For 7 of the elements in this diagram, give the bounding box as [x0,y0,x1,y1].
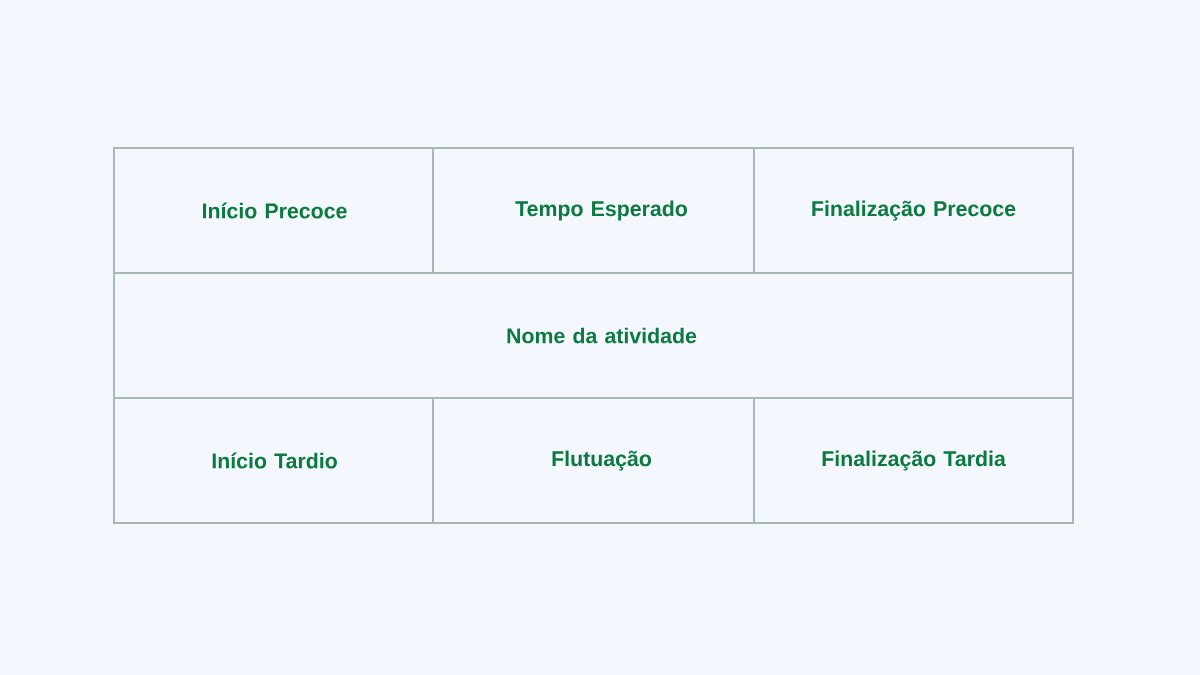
table-cell: Finalização Precoce [753,147,1074,274]
table-cell: Início Precoce [113,147,434,274]
table-cell: Início Tardio [113,397,434,524]
table-cell: Nome da atividade [113,272,1074,399]
table-cell: Flutuação [432,397,755,524]
table-cell: Tempo Esperado [432,147,755,274]
table-cell: Finalização Tardia [753,397,1074,524]
